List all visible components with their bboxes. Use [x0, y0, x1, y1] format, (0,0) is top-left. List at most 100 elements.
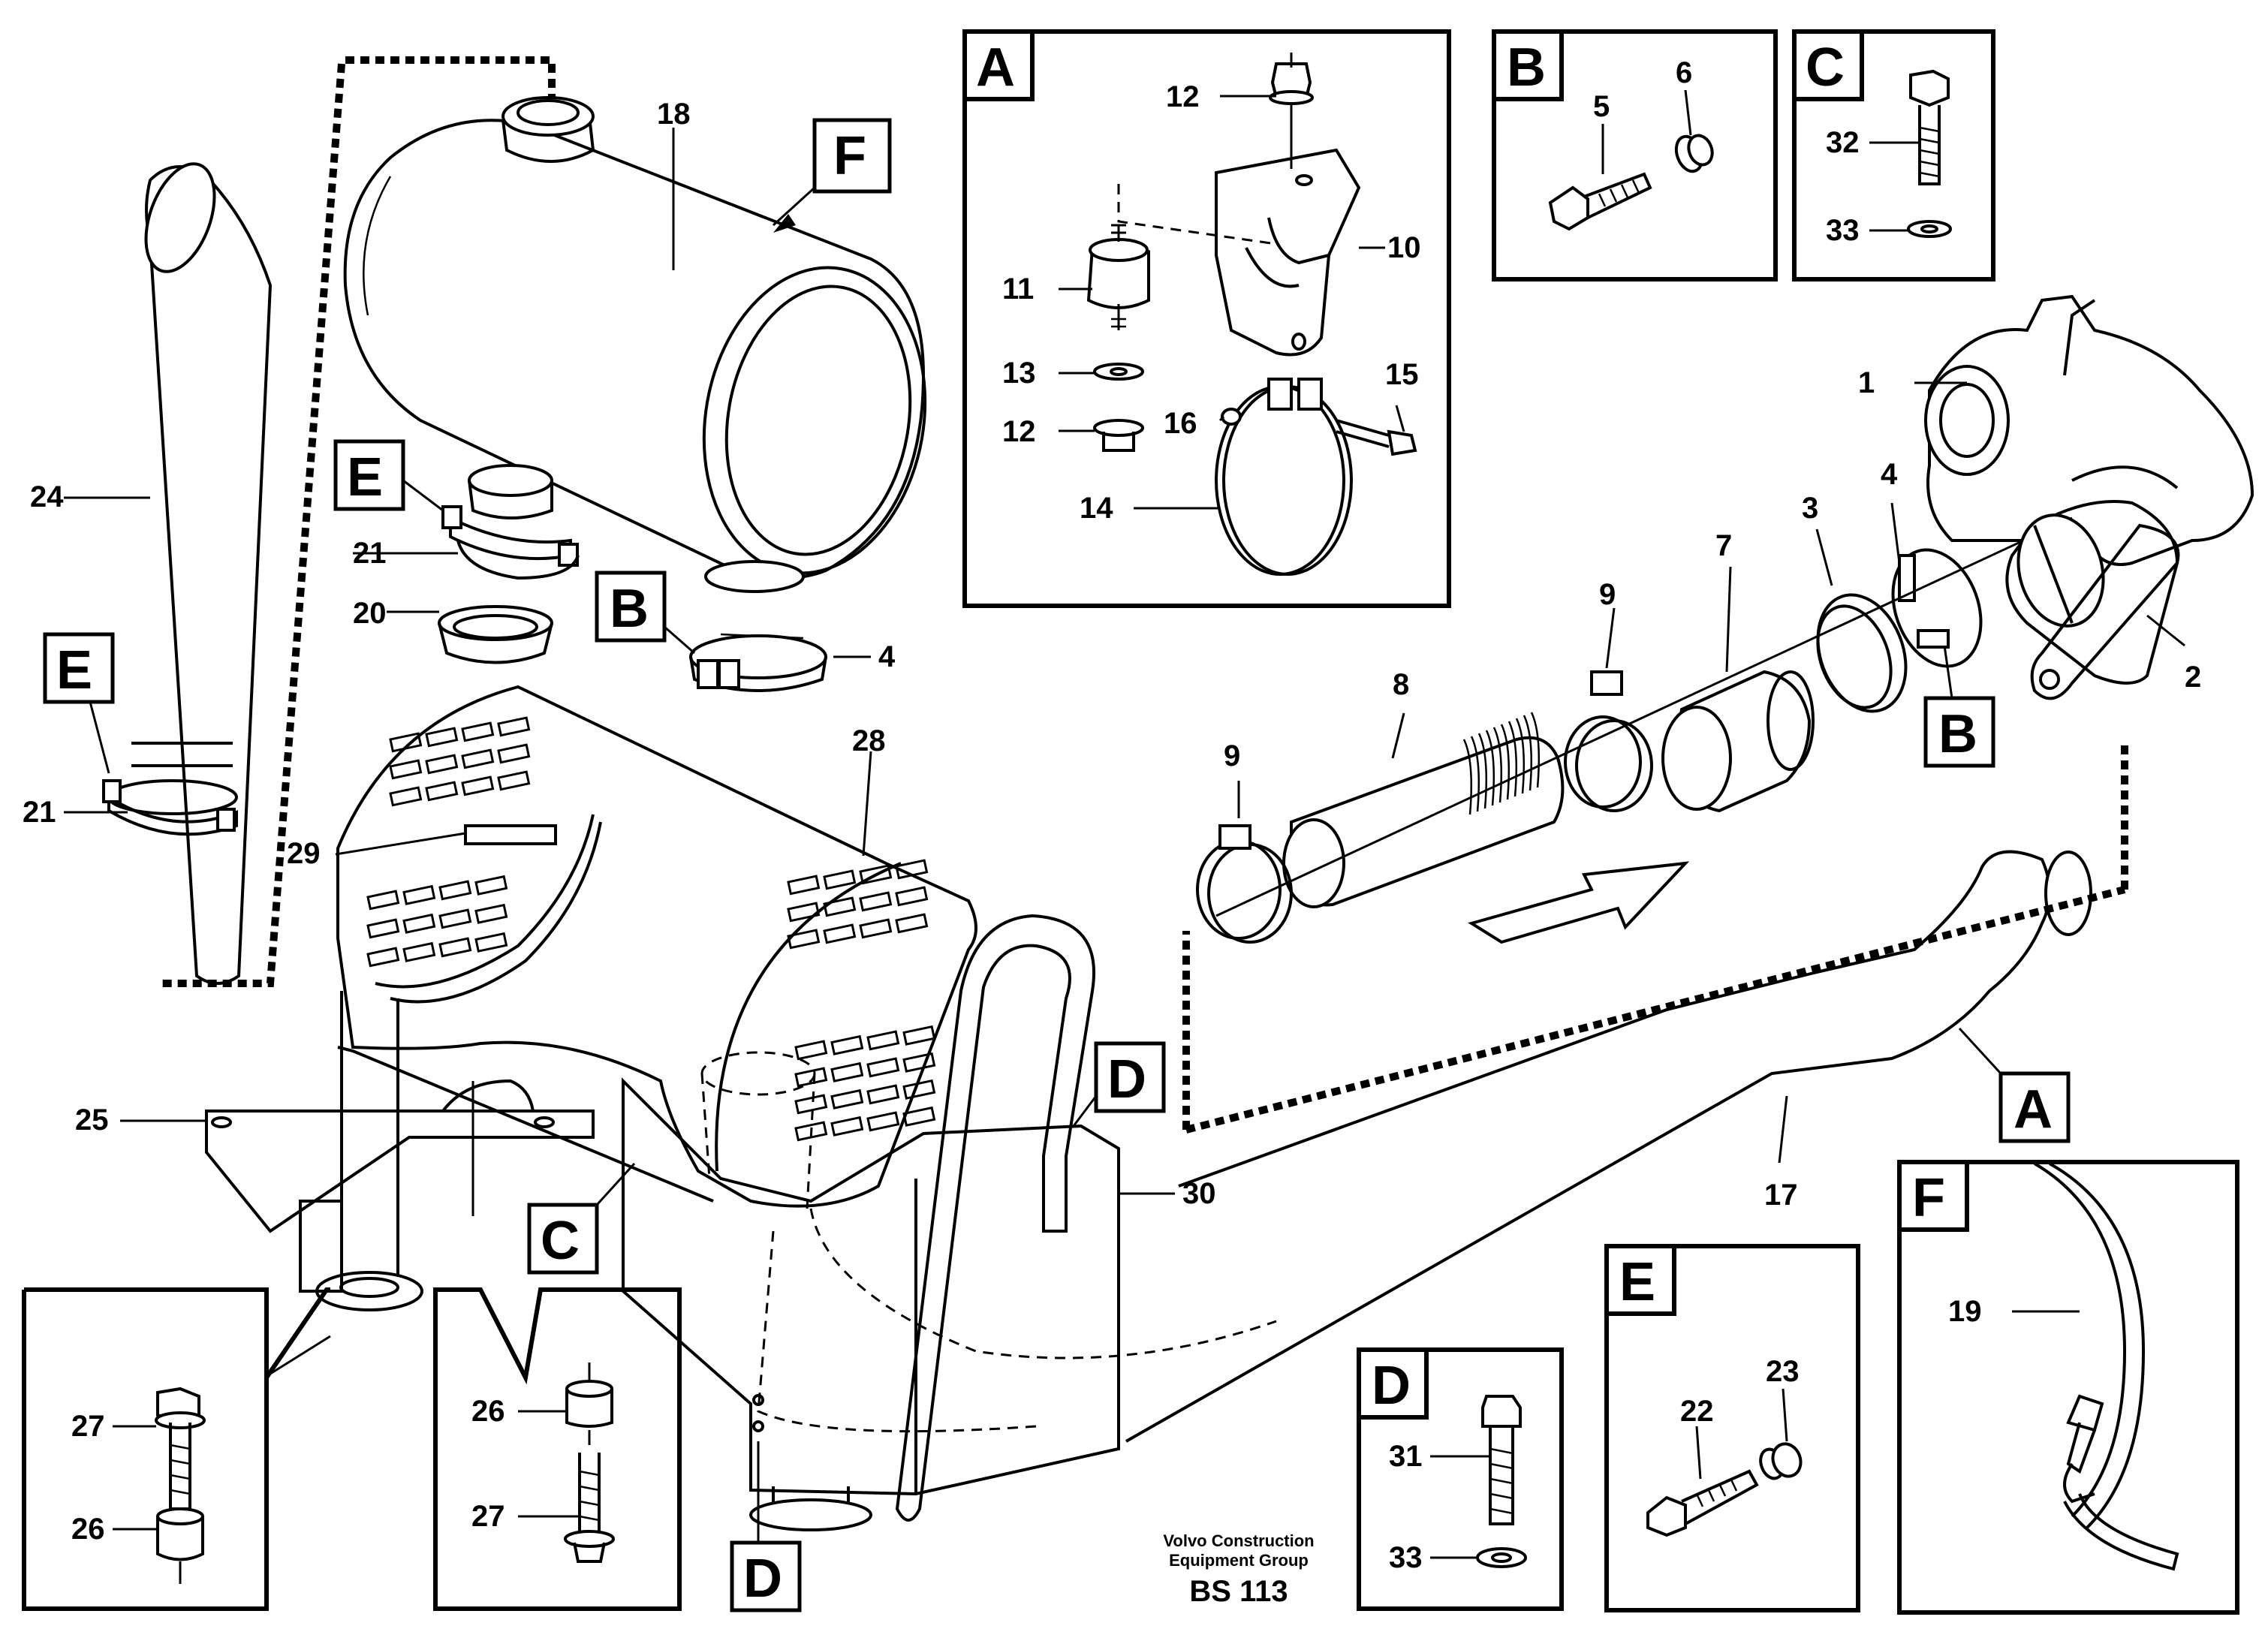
callout-2: 2	[2185, 661, 2201, 694]
detail-A-callout-14: 14	[1080, 492, 1113, 525]
tag-F: F	[833, 126, 866, 186]
vent-slot	[497, 743, 531, 764]
bracket-25	[205, 1079, 595, 1233]
tag-D-upper: D	[1107, 1049, 1146, 1110]
detail-C: C 32 33	[1792, 29, 1995, 282]
callout-9-right: 9	[1599, 578, 1616, 611]
strap-29	[464, 824, 557, 845]
vent-slot	[866, 1111, 900, 1132]
detail-E: E 22 23	[1604, 1244, 1860, 1612]
vent-slot	[830, 1088, 864, 1110]
vent-slot	[902, 1025, 936, 1046]
callout-labels: 24 21 21 20 4 18 28 29 25 30 17 1 2 4 3 …	[23, 98, 2201, 1212]
callout-21-upper: 21	[353, 537, 387, 570]
main-view-letter-tags: F E E B B A D D C	[43, 118, 2071, 1612]
vent-slot	[866, 1084, 900, 1105]
detail-E-callout-22: 22	[1680, 1395, 1714, 1428]
clamp-9-left	[1196, 824, 1293, 944]
ring-20	[438, 605, 553, 664]
callout-1: 1	[1858, 366, 1875, 399]
vent-slot	[497, 716, 531, 737]
drawing-code: BS 113	[1189, 1575, 1288, 1608]
vent-slot	[895, 886, 929, 907]
vent-slot	[794, 1094, 828, 1115]
vent-slot	[402, 913, 436, 934]
muffler	[343, 96, 927, 593]
vent-slot	[902, 1052, 936, 1073]
detail-F-callout-19: 19	[1948, 1295, 1982, 1328]
vent-slot	[461, 775, 495, 796]
detail-C-letter: C	[1806, 38, 1845, 98]
intake-pipe	[1125, 850, 2092, 1443]
vent-slot	[895, 859, 929, 880]
ring-3	[1816, 593, 1908, 713]
vent-slot	[823, 923, 857, 944]
tag-A: A	[2013, 1079, 2053, 1140]
vent-slot	[859, 864, 893, 885]
intake-outline	[1182, 739, 2128, 1134]
detail-A-callout-15: 15	[1385, 358, 1419, 391]
support-post	[299, 991, 423, 1311]
callout-8: 8	[1393, 668, 1409, 701]
inlet-box	[622, 1051, 1277, 1531]
tag-C: C	[541, 1211, 580, 1271]
detail-A-callout-10: 10	[1387, 231, 1421, 264]
detail-B-callout-5: 5	[1593, 90, 1610, 123]
tag-E-lower: E	[56, 640, 92, 700]
vent-slot	[823, 896, 857, 917]
detail-B-callout-6: 6	[1676, 56, 1692, 89]
clamp-21-upper	[441, 505, 580, 580]
clamp-4-muffler	[689, 633, 827, 692]
vent-slot	[895, 913, 929, 934]
vent-slot	[794, 1067, 828, 1088]
clamp-4-turbo	[1891, 548, 1983, 668]
callout-4-turbo: 4	[1881, 458, 1898, 491]
grab-handle	[895, 914, 1096, 1522]
turbocharger	[1924, 294, 2254, 566]
vent-slot	[438, 937, 472, 958]
callout-18: 18	[657, 98, 691, 131]
vent-slot	[787, 929, 821, 950]
callout-7: 7	[1715, 529, 1732, 562]
vent-slot	[461, 721, 495, 742]
vent-slot	[830, 1061, 864, 1082]
clamp-9-right	[1564, 670, 1653, 812]
vent-slot	[859, 918, 893, 939]
vent-slot	[474, 932, 508, 953]
callout-28: 28	[852, 724, 886, 757]
vent-slot	[425, 727, 459, 748]
mount-callout-26: 26	[471, 1395, 505, 1428]
vent-slot	[823, 869, 857, 890]
outlet-elbow-2	[2005, 500, 2180, 700]
callout-3: 3	[1802, 492, 1818, 525]
detail-D-letter: D	[1372, 1356, 1411, 1416]
vent-slot	[366, 947, 400, 968]
vent-slot	[830, 1034, 864, 1055]
vent-slot	[794, 1040, 828, 1061]
vent-slot	[902, 1106, 936, 1127]
stack-pipe	[131, 162, 273, 985]
detail-E-callout-23: 23	[1766, 1355, 1800, 1388]
vent-slot	[402, 884, 436, 905]
caption-block: Volvo Construction Equipment Group BS 11…	[1163, 1531, 1314, 1608]
callout-17: 17	[1764, 1179, 1798, 1212]
vent-slot	[787, 902, 821, 923]
callout-25: 25	[75, 1104, 109, 1137]
vent-slot	[866, 1057, 900, 1078]
vent-slot	[389, 786, 423, 807]
detail-F: F 19	[1897, 1160, 2239, 1615]
leader-lines	[64, 128, 2185, 1195]
tag-B-turbo: B	[1938, 704, 1977, 764]
callout-20: 20	[353, 597, 387, 630]
detail-C-callout-32: 32	[1826, 126, 1860, 159]
detail-B-letter: B	[1507, 38, 1546, 98]
detail-A-callout-16: 16	[1164, 407, 1197, 440]
tag-E-upper: E	[347, 447, 383, 507]
vent-slot	[366, 918, 400, 939]
detail-A-callout-12-top: 12	[1166, 80, 1200, 113]
detail-post-foot: 27 26	[22, 1287, 331, 1611]
hose-corrugation	[1462, 712, 1541, 815]
detail-B: B 5 6	[1492, 29, 1778, 282]
foot-callout-27: 27	[71, 1410, 105, 1443]
